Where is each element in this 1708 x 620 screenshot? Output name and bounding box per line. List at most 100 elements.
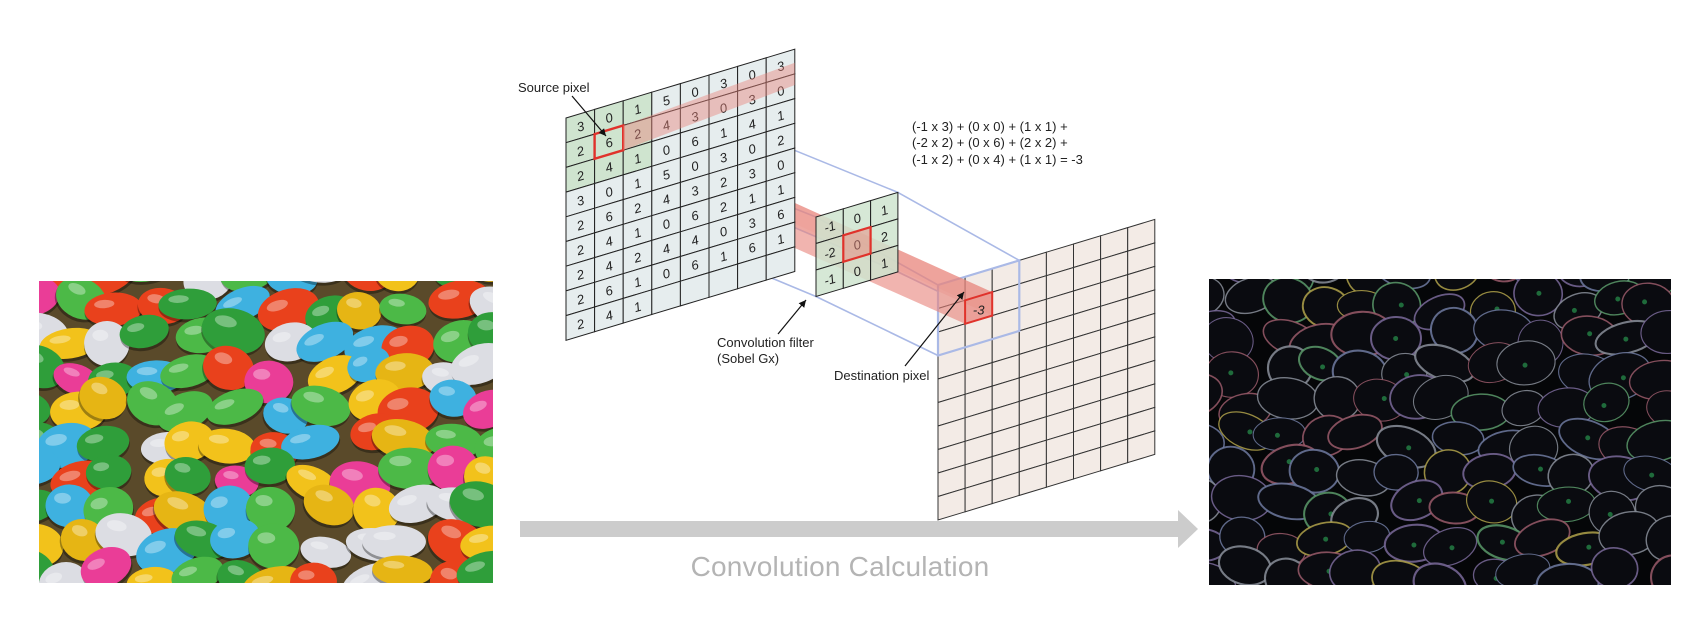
candy bbox=[126, 566, 178, 583]
source-cell-value: 0 bbox=[775, 157, 787, 174]
source-cell-value: 0 bbox=[661, 265, 673, 282]
edge-ring bbox=[1209, 279, 1225, 318]
candy bbox=[80, 546, 133, 583]
source-cell-value: 0 bbox=[718, 100, 730, 117]
filter-cell-value: 0 bbox=[852, 210, 864, 227]
candy bbox=[39, 344, 66, 392]
source-grid: 3015030326243030241061413015030226243230… bbox=[565, 48, 796, 341]
source-cell-value: 3 bbox=[718, 149, 730, 166]
source-cell-value: 0 bbox=[746, 141, 758, 158]
edge-ring bbox=[1298, 279, 1350, 284]
equation-line-3: (-1 x 2) + (0 x 4) + (1 x 1) = -3 bbox=[912, 152, 1083, 167]
candy bbox=[257, 288, 320, 335]
candy bbox=[352, 487, 401, 536]
candy bbox=[171, 556, 225, 583]
source-cell-value: 3 bbox=[575, 118, 587, 135]
edge-ring bbox=[1209, 422, 1225, 463]
filter-cell-value: 1 bbox=[879, 202, 890, 218]
source-cell-value: 1 bbox=[632, 101, 643, 117]
candy bbox=[202, 345, 254, 393]
equation-line-2: (-2 x 2) + (0 x 6) + (2 x 2) + bbox=[912, 135, 1068, 150]
source-cell-value: 0 bbox=[718, 223, 730, 240]
candy bbox=[39, 562, 88, 583]
candy bbox=[39, 281, 61, 320]
source-cell-value: 6 bbox=[603, 208, 615, 225]
source-cell-value: 0 bbox=[661, 142, 673, 159]
candy bbox=[84, 292, 143, 330]
source-cell-value: 1 bbox=[632, 299, 643, 315]
source-cell-value: 0 bbox=[661, 216, 673, 233]
beam-through-source bbox=[623, 62, 795, 151]
source-pixel-outline bbox=[593, 123, 625, 161]
equation-line-1: (-1 x 3) + (0 x 0) + (1 x 1) + bbox=[912, 119, 1068, 134]
source-cell-value: 1 bbox=[632, 274, 643, 290]
filter-cell-value: 0 bbox=[852, 263, 864, 280]
edge-ring bbox=[1423, 527, 1478, 567]
candy bbox=[450, 342, 493, 388]
source-cell-value: 1 bbox=[632, 225, 643, 241]
source-cell-value: 3 bbox=[575, 192, 587, 209]
candy bbox=[281, 424, 341, 463]
source-cell-value: 6 bbox=[603, 282, 615, 299]
edge-detected-photo-graphic bbox=[1209, 279, 1671, 585]
source-cell-value: 0 bbox=[689, 158, 701, 175]
source-image bbox=[39, 281, 493, 583]
destination-grid bbox=[936, 218, 1156, 521]
source-cell-value: 0 bbox=[603, 184, 615, 201]
source-cell-value: 4 bbox=[604, 159, 615, 175]
source-cell-value: 4 bbox=[661, 117, 672, 133]
edge-ring bbox=[1209, 561, 1237, 585]
source-cell-value: 1 bbox=[718, 248, 729, 264]
source-cell-value: 0 bbox=[689, 84, 701, 101]
destination-pixel-label: Destination pixel bbox=[834, 368, 929, 383]
candy bbox=[39, 447, 61, 489]
source-cell-value: 1 bbox=[775, 231, 786, 247]
candy bbox=[216, 560, 265, 583]
destination-cell bbox=[1127, 430, 1156, 464]
candy bbox=[244, 447, 296, 488]
candy bbox=[372, 555, 433, 583]
candy bbox=[201, 308, 265, 358]
source-cell-value: 3 bbox=[747, 215, 759, 232]
edge-ring bbox=[1495, 553, 1551, 585]
source-cell-value: 0 bbox=[604, 110, 616, 127]
candy bbox=[219, 281, 282, 295]
edge-ring bbox=[1412, 562, 1468, 585]
source-cell-value: 1 bbox=[747, 190, 758, 206]
edge-ring bbox=[1209, 372, 1223, 419]
candy bbox=[362, 525, 426, 562]
filter-cell bbox=[870, 244, 899, 281]
candy bbox=[296, 321, 355, 365]
candy bbox=[290, 562, 338, 583]
edge-ring bbox=[1583, 382, 1630, 423]
source-cell-value: 4 bbox=[661, 241, 672, 257]
frame-edge-dest-0 bbox=[897, 191, 1020, 262]
candy bbox=[119, 314, 170, 352]
candy bbox=[197, 428, 256, 467]
candy bbox=[158, 288, 217, 323]
filter-label-line1: Convolution filter bbox=[717, 335, 814, 350]
source-cell-value: 4 bbox=[661, 191, 672, 207]
candy bbox=[456, 550, 493, 583]
source-cell-value: 0 bbox=[746, 67, 758, 84]
filter-centre-outline bbox=[842, 225, 872, 264]
source-cell-value: 4 bbox=[604, 307, 615, 323]
edge-ring bbox=[1623, 455, 1671, 494]
source-cell-value: 6 bbox=[689, 207, 701, 224]
candy bbox=[39, 489, 59, 527]
source-cell-value: 4 bbox=[747, 116, 758, 132]
source-cell-value: 6 bbox=[747, 239, 759, 256]
candy bbox=[85, 454, 132, 493]
frame-edge-dest-2 bbox=[815, 295, 939, 357]
edge-ring bbox=[1645, 515, 1671, 563]
annotations: Source pixel Convolution filter (Sobel G… bbox=[518, 80, 1083, 383]
candy bbox=[245, 486, 296, 535]
edge-ring bbox=[1590, 547, 1639, 585]
edge-ring bbox=[1513, 279, 1564, 317]
diagram-caption: Convolution Calculation bbox=[690, 551, 990, 582]
edge-ring bbox=[1479, 279, 1529, 283]
source-cell-value: 4 bbox=[604, 258, 615, 274]
candy bbox=[78, 376, 127, 422]
candy bbox=[206, 388, 265, 428]
